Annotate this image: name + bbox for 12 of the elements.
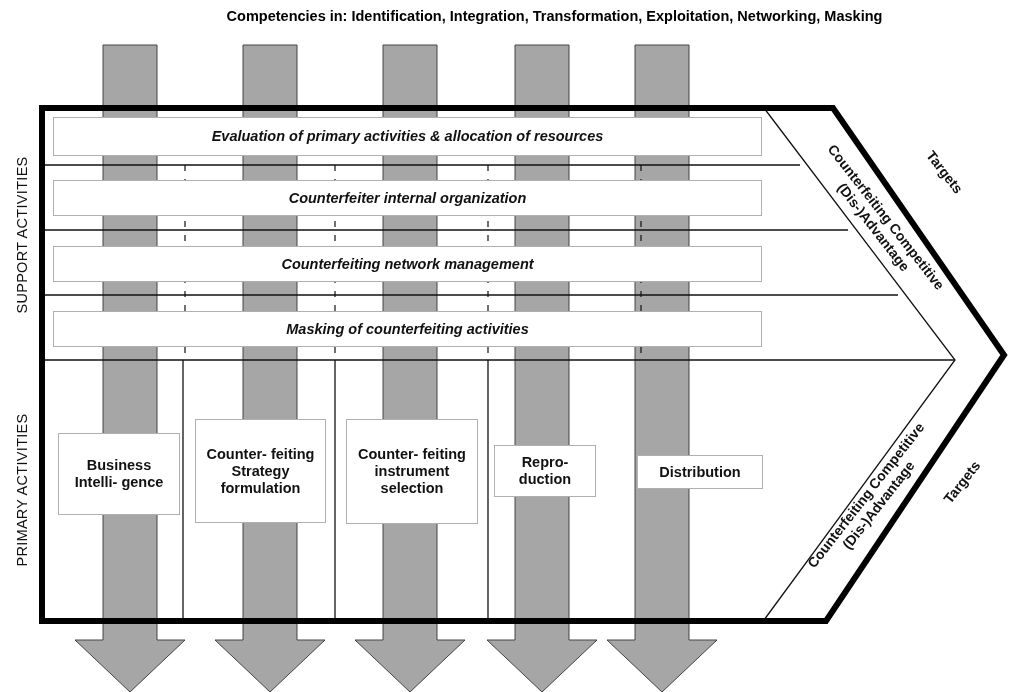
support-activity-box: Evaluation of primary activities & allocation of resources (53, 117, 762, 156)
support-activity-box: Masking of counterfeiting activities (53, 311, 762, 347)
title: Competencies in: Identification, Integration, Transformation, Exploitation, Networking, Masking (225, 8, 884, 24)
support-activity-box: Counterfeiter internal organization (53, 180, 762, 216)
section-label: PRIMARY ACTIVITIES (13, 413, 30, 567)
primary-activity-box: Counter- feiting Strategy formulation (195, 419, 326, 523)
section-label: SUPPORT ACTIVITIES (13, 156, 30, 314)
primary-activity-box: Business Intelli- gence (58, 433, 180, 515)
primary-activity-box: Distribution (637, 455, 763, 489)
support-activity-box: Counterfeiting network management (53, 246, 762, 282)
primary-activity-box: Repro- duction (494, 445, 596, 497)
primary-activity-box: Counter- feiting instrument selection (346, 419, 478, 524)
